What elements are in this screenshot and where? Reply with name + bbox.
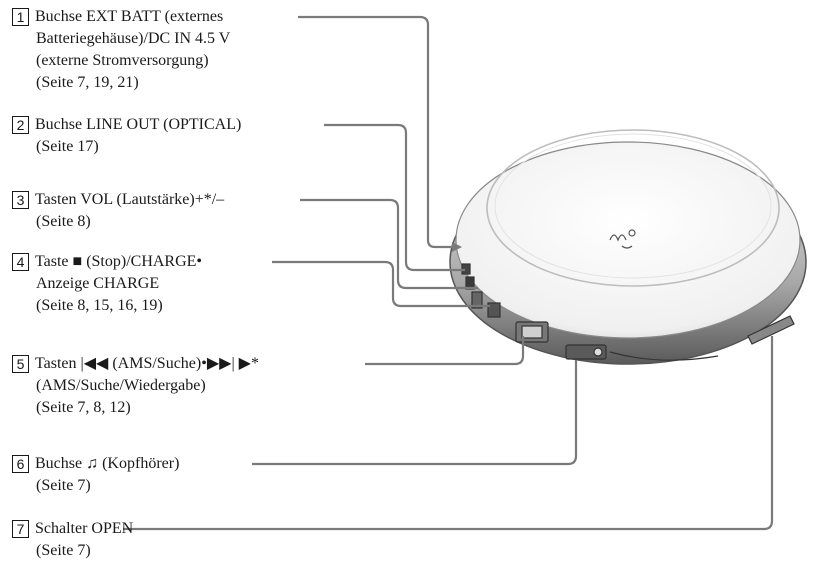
- leader-line-5: [365, 336, 525, 366]
- callout-number-7: 7: [12, 520, 29, 538]
- callout-6-line-2: (Seite 7): [36, 477, 91, 494]
- callout-1-line-4: (Seite 7, 19, 21): [36, 74, 139, 91]
- callout-3-line-1: Tasten VOL (Lautstärke)+*/–: [35, 191, 225, 208]
- callout-4-line-3: (Seite 8, 15, 16, 19): [36, 297, 163, 314]
- leader-arrow-1: [452, 242, 462, 252]
- callout-4: 4 Taste ■ (Stop)/CHARGE• Anzeige CHARGE (…: [12, 251, 202, 317]
- vol-buttons: [471, 291, 483, 309]
- callout-2: 2 Buchse LINE OUT (OPTICAL) (Seite 17): [12, 114, 241, 158]
- open-switch: [747, 315, 795, 345]
- callout-number-1: 1: [12, 8, 29, 26]
- leader-line-2: [324, 123, 465, 272]
- leader-line-1: [298, 15, 452, 249]
- leader-lines: [123, 15, 774, 531]
- leader-line-3: [300, 198, 478, 290]
- callout-6: 6 Buchse ♫ (Kopfhörer) (Seite 7): [12, 453, 179, 497]
- callout-3: 3 Tasten VOL (Lautstärke)+*/– (Seite 8): [12, 189, 224, 233]
- callout-1-line-3: (externe Stromversorgung): [36, 52, 209, 69]
- stop-charge-button: [487, 302, 501, 318]
- callout-6-line-1: Buchse ♫ (Kopfhörer): [35, 455, 180, 472]
- callout-2-line-2: (Seite 17): [36, 138, 99, 155]
- callout-5: 5 Tasten |◀◀ (AMS/Suche)•▶▶| ▶* (AMS/Such…: [12, 353, 259, 419]
- callout-number-4: 4: [12, 253, 29, 271]
- callout-number-6: 6: [12, 455, 29, 473]
- leader-line-4: [272, 260, 490, 308]
- walkman-logo-icon: [609, 229, 636, 249]
- callout-4-line-1: Taste ■ (Stop)/CHARGE•: [35, 253, 203, 270]
- callout-7: 7 Schalter OPEN (Seite 7): [12, 518, 133, 562]
- callout-1-line-2: Batteriegehäuse)/DC IN 4.5 V: [36, 30, 231, 47]
- leader-line-7: [123, 336, 774, 531]
- callout-1-line-1: Buchse EXT BATT (externes: [35, 8, 224, 25]
- callout-3-line-2: (Seite 8): [36, 213, 91, 230]
- callout-5-line-3: (Seite 7, 8, 12): [36, 399, 131, 416]
- player-groove: [609, 351, 719, 361]
- player-lid: [455, 141, 801, 339]
- lid-inner-ring: [486, 129, 780, 287]
- callout-7-line-1: Schalter OPEN: [35, 520, 134, 537]
- callout-number-2: 2: [12, 116, 29, 134]
- callout-1: 1 Buchse EXT BATT (externes Batteriegehäu…: [12, 6, 230, 94]
- callout-5-line-1: Tasten |◀◀ (AMS/Suche)•▶▶| ▶*: [35, 355, 259, 372]
- headphone-hole: [593, 347, 603, 357]
- callout-4-line-2: Anzeige CHARGE: [36, 275, 160, 292]
- callout-5-line-2: (AMS/Suche/Wiedergabe): [36, 377, 206, 394]
- leader-line-6: [252, 360, 578, 466]
- callout-number-3: 3: [12, 191, 29, 209]
- callout-number-5: 5: [12, 355, 29, 373]
- callout-2-line-1: Buchse LINE OUT (OPTICAL): [35, 116, 242, 133]
- callout-7-line-2: (Seite 7): [36, 542, 91, 559]
- lid-inner-ring-2: [494, 133, 772, 279]
- ams-inner: [521, 325, 543, 339]
